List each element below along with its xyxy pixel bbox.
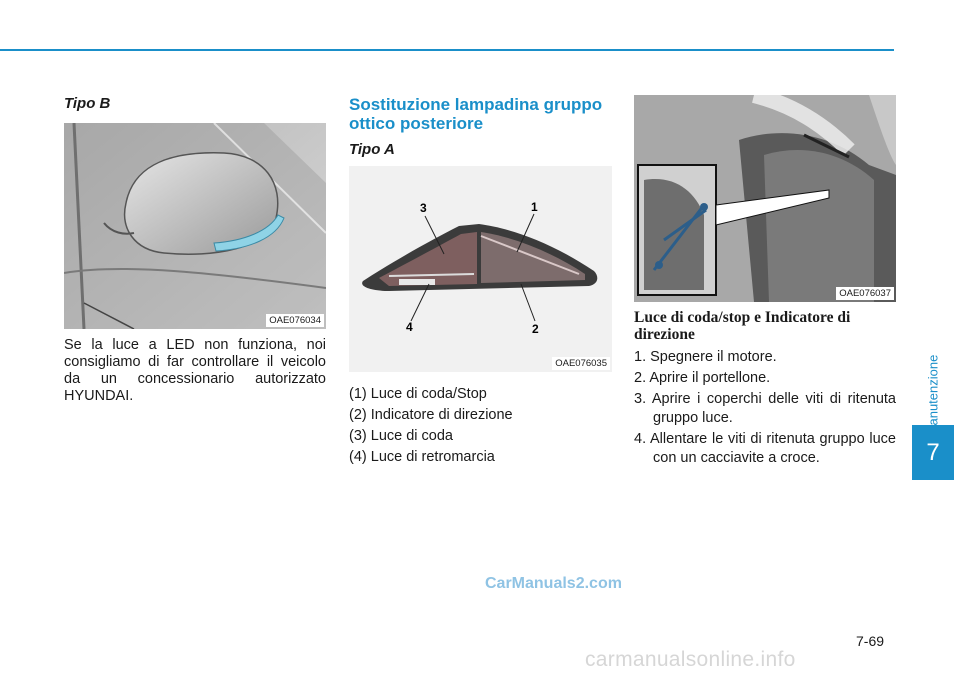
procedure-steps: 1. Spegnere il motore. 2. Aprire il port…: [634, 348, 896, 468]
chapter-tab-text: Manutenzione: [925, 354, 941, 436]
figure-code: OAE076037: [836, 287, 894, 300]
procedure-heading: Luce di coda/stop e Indicatore di direzi…: [634, 309, 851, 343]
callout-2: 2: [532, 322, 539, 336]
rear-combination-lamp-illustration: 1 2 3 4: [362, 200, 598, 336]
page-number: 7-69: [856, 633, 885, 649]
rear-lamp-figure: 1 2 3 4 OAE076035: [349, 166, 612, 372]
legend-item: (2) Indicatore di direzione: [349, 407, 513, 423]
callout-1: 1: [531, 200, 538, 214]
lamp-screws-figure: OAE076037: [634, 95, 896, 302]
procedure-step: 2. Aprire il portellone.: [634, 370, 771, 386]
chapter-number-tab: 7: [912, 425, 954, 480]
column-1: Tipo B OAE076034 Se la luce a LED non fu…: [64, 95, 326, 405]
section-title: Sostituzione lampadina gruppo ottico pos…: [349, 95, 603, 133]
subheading-tipo-a: Tipo A: [349, 141, 395, 158]
figure-code: OAE076035: [552, 357, 610, 370]
figure-code: OAE076034: [266, 314, 324, 327]
legend-item: (3) Luce di coda: [349, 428, 453, 444]
procedure-step: 1. Spegnere il motore.: [634, 349, 777, 365]
callout-4: 4: [406, 320, 413, 334]
screwdriver-illustration: [634, 95, 896, 302]
legend-list: (1) Luce di coda/Stop (2) Indicatore di …: [349, 384, 612, 468]
procedure-step: 3. Aprire i coperchi delle viti di riten…: [634, 391, 896, 426]
led-note-paragraph: Se la luce a LED non funziona, noi consi…: [64, 337, 326, 404]
callout-3: 3: [420, 201, 427, 215]
header-rule: [0, 49, 894, 51]
legend-item: (4) Luce di retromarcia: [349, 449, 495, 465]
mirror-led-figure: OAE076034: [64, 123, 326, 329]
site-watermark[interactable]: CarManuals2.com: [485, 575, 622, 592]
side-mirror-illustration: [64, 123, 326, 329]
column-3: OAE076037 Luce di coda/stop e Indicatore…: [634, 95, 896, 470]
procedure-step: 4. Allentare le viti di ritenuta gruppo …: [634, 431, 896, 466]
footer-watermark[interactable]: carmanualsonline.info: [585, 648, 796, 671]
legend-item: (1) Luce di coda/Stop: [349, 386, 487, 402]
column-2: Sostituzione lampadina gruppo ottico pos…: [349, 95, 612, 468]
subheading-tipo-b: Tipo B: [64, 95, 111, 112]
